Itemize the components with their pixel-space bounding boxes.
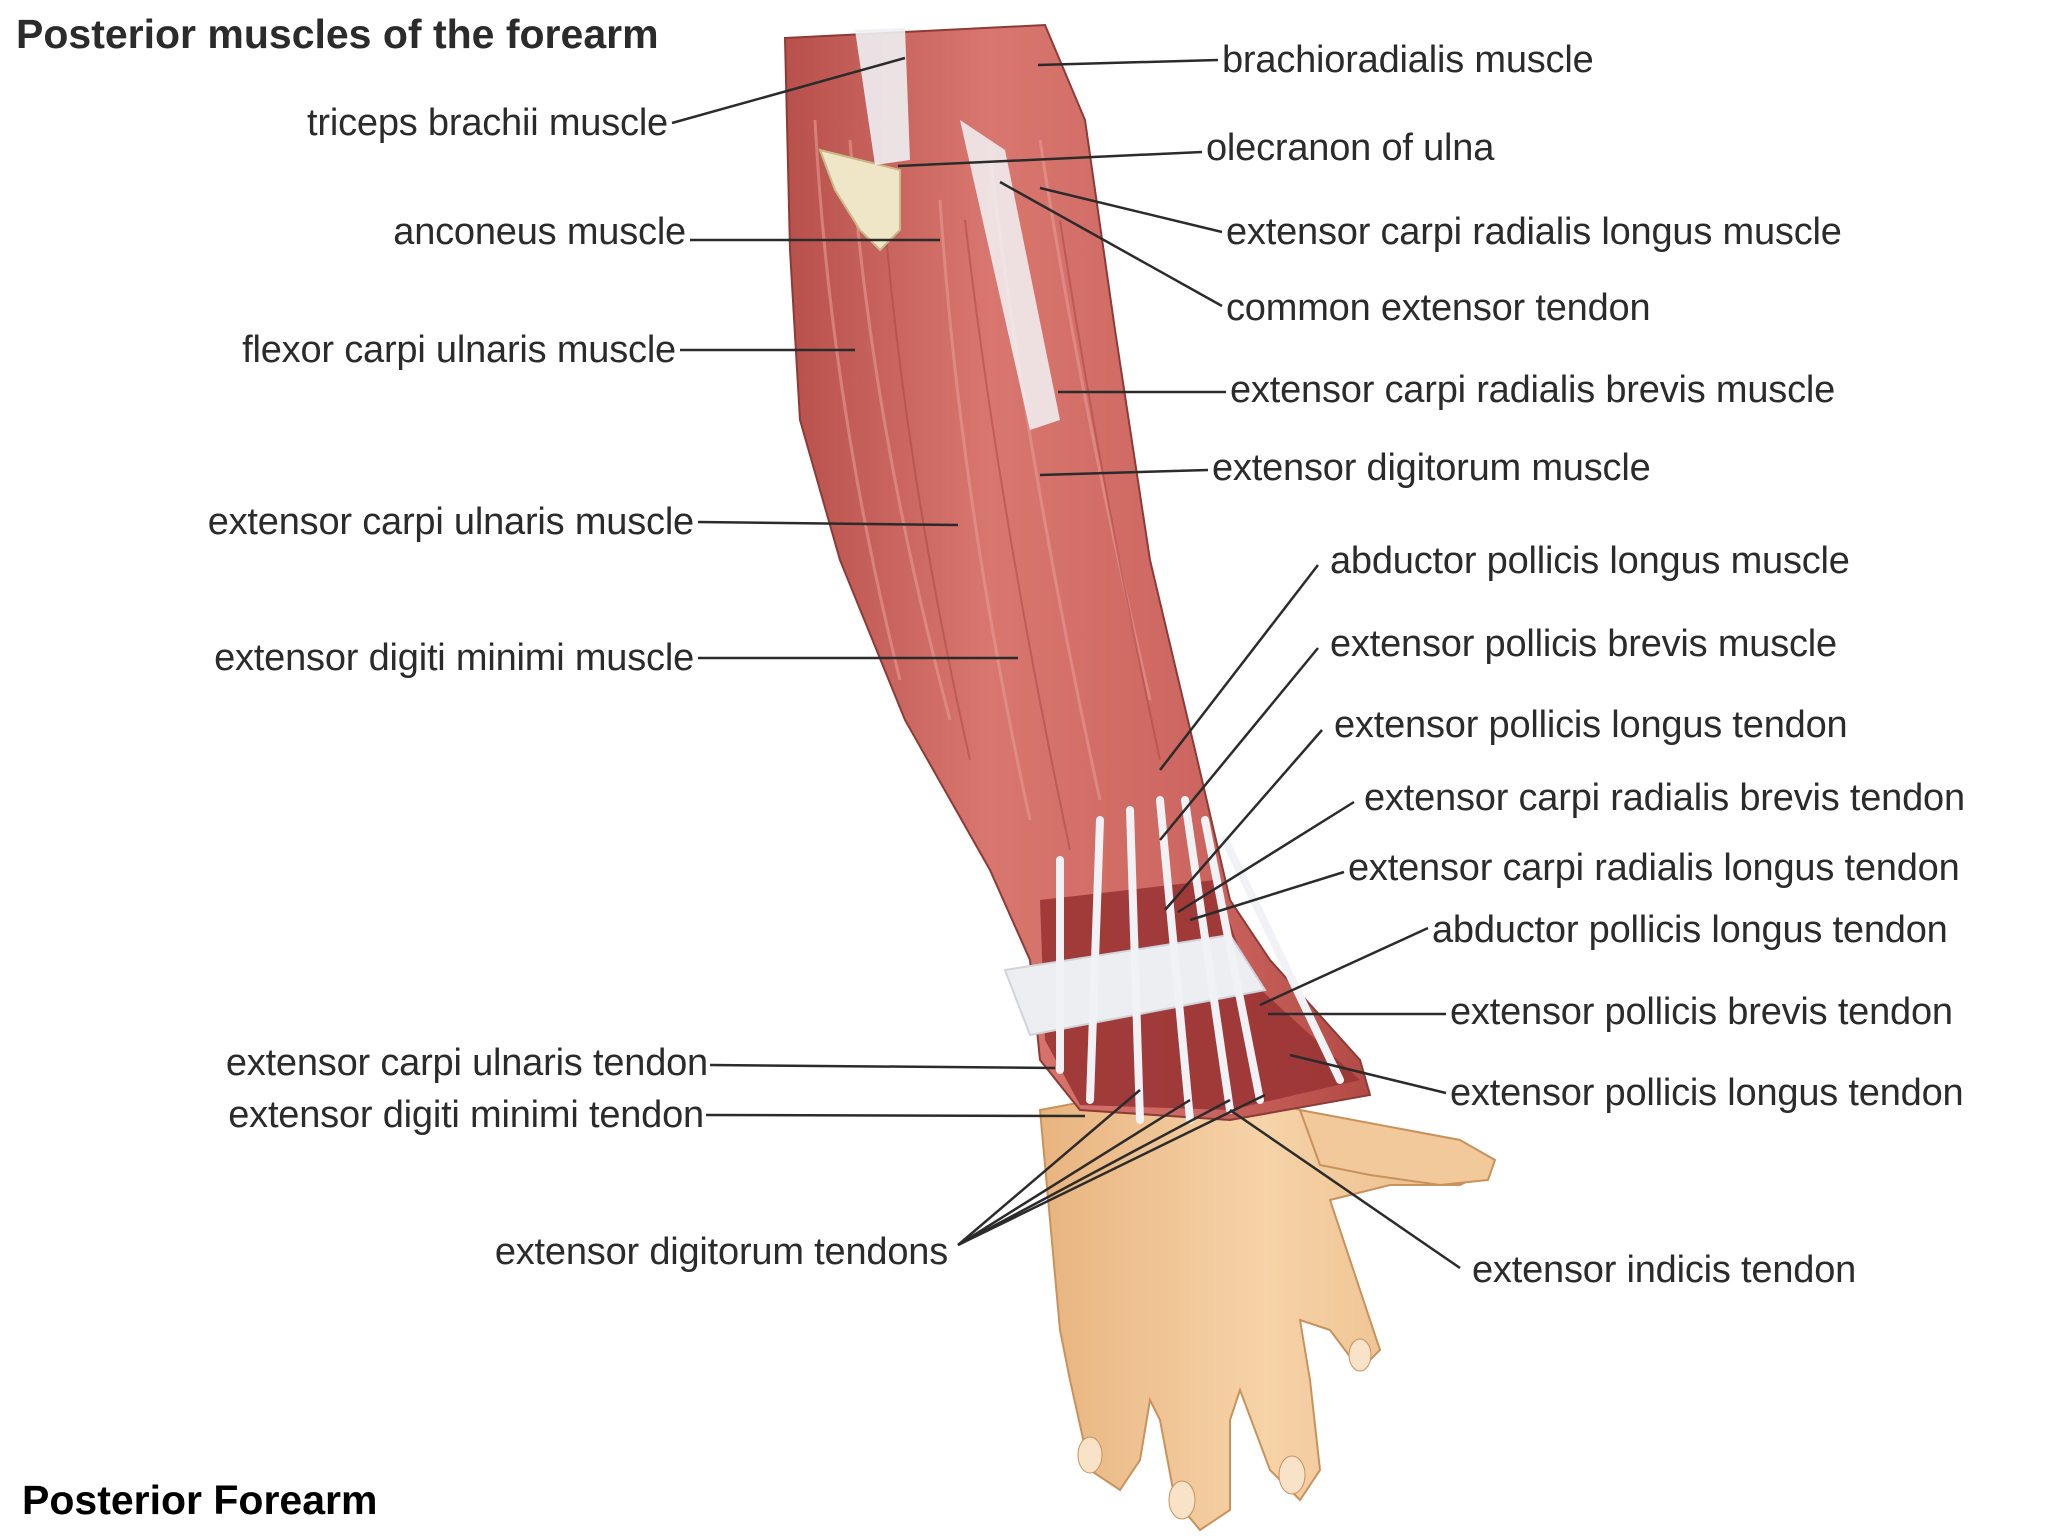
leader-lines xyxy=(671,56,1461,1270)
label-extensor-carpi-ulnaris-muscle: extensor carpi ulnaris muscle xyxy=(207,501,694,543)
thumb xyxy=(1298,1108,1497,1187)
label-olecranon-of-ulna: olecranon of ulna xyxy=(1206,127,1495,169)
forearm-muscle-mass xyxy=(783,23,1372,1122)
label-extensor-digiti-minimi-tendon: extensor digiti minimi tendon xyxy=(228,1094,704,1136)
label-extensor-pollicis-longus-tendon-lower: extensor pollicis longus tendon xyxy=(1450,1072,1964,1114)
label-extensor-carpi-radialis-brevis-tendon: extensor carpi radialis brevis tendon xyxy=(1364,777,1965,819)
hand xyxy=(1038,1078,1497,1532)
diagram-title: Posterior muscles of the forearm xyxy=(16,11,659,57)
label-extensor-digiti-minimi-muscle: extensor digiti minimi muscle xyxy=(214,637,694,679)
fingernail-3 xyxy=(1278,1455,1306,1495)
label-extensor-carpi-radialis-brevis-muscle: extensor carpi radialis brevis muscle xyxy=(1230,369,1836,411)
fingernail-4 xyxy=(1348,1338,1372,1372)
label-extensor-pollicis-brevis-muscle: extensor pollicis brevis muscle xyxy=(1330,623,1837,665)
label-extensor-carpi-radialis-longus-muscle: extensor carpi radialis longus muscle xyxy=(1226,211,1842,253)
fingernail-1 xyxy=(1077,1436,1103,1474)
label-extensor-pollicis-brevis-tendon: extensor pollicis brevis tendon xyxy=(1450,991,1953,1033)
label-anconeus-muscle: anconeus muscle xyxy=(393,211,686,253)
common-extensor-tendon xyxy=(960,120,1060,430)
label-extensor-pollicis-longus-tendon-upper: extensor pollicis longus tendon xyxy=(1334,704,1848,746)
label-brachioradialis-muscle: brachioradialis muscle xyxy=(1222,39,1594,81)
triceps-tendon xyxy=(855,28,910,165)
label-abductor-pollicis-longus-muscle: abductor pollicis longus muscle xyxy=(1330,540,1850,582)
label-extensor-carpi-radialis-longus-tendon: extensor carpi radialis longus tendon xyxy=(1348,847,1960,889)
label-abductor-pollicis-longus-tendon: abductor pollicis longus tendon xyxy=(1432,909,1948,951)
label-extensor-carpi-ulnaris-tendon: extensor carpi ulnaris tendon xyxy=(225,1042,708,1084)
label-triceps-brachii-muscle: triceps brachii muscle xyxy=(307,102,668,144)
label-extensor-digitorum-tendons: extensor digitorum tendons xyxy=(494,1231,948,1273)
footer-caption: Posterior Forearm xyxy=(22,1477,378,1523)
label-extensor-digitorum-muscle: extensor digitorum muscle xyxy=(1212,447,1651,489)
label-extensor-indicis-tendon: extensor indicis tendon xyxy=(1472,1249,1857,1291)
label-flexor-carpi-ulnaris-muscle: flexor carpi ulnaris muscle xyxy=(242,329,676,371)
fingernail-2 xyxy=(1168,1480,1196,1520)
label-common-extensor-tendon: common extensor tendon xyxy=(1226,287,1651,329)
forearm xyxy=(783,23,1372,1124)
